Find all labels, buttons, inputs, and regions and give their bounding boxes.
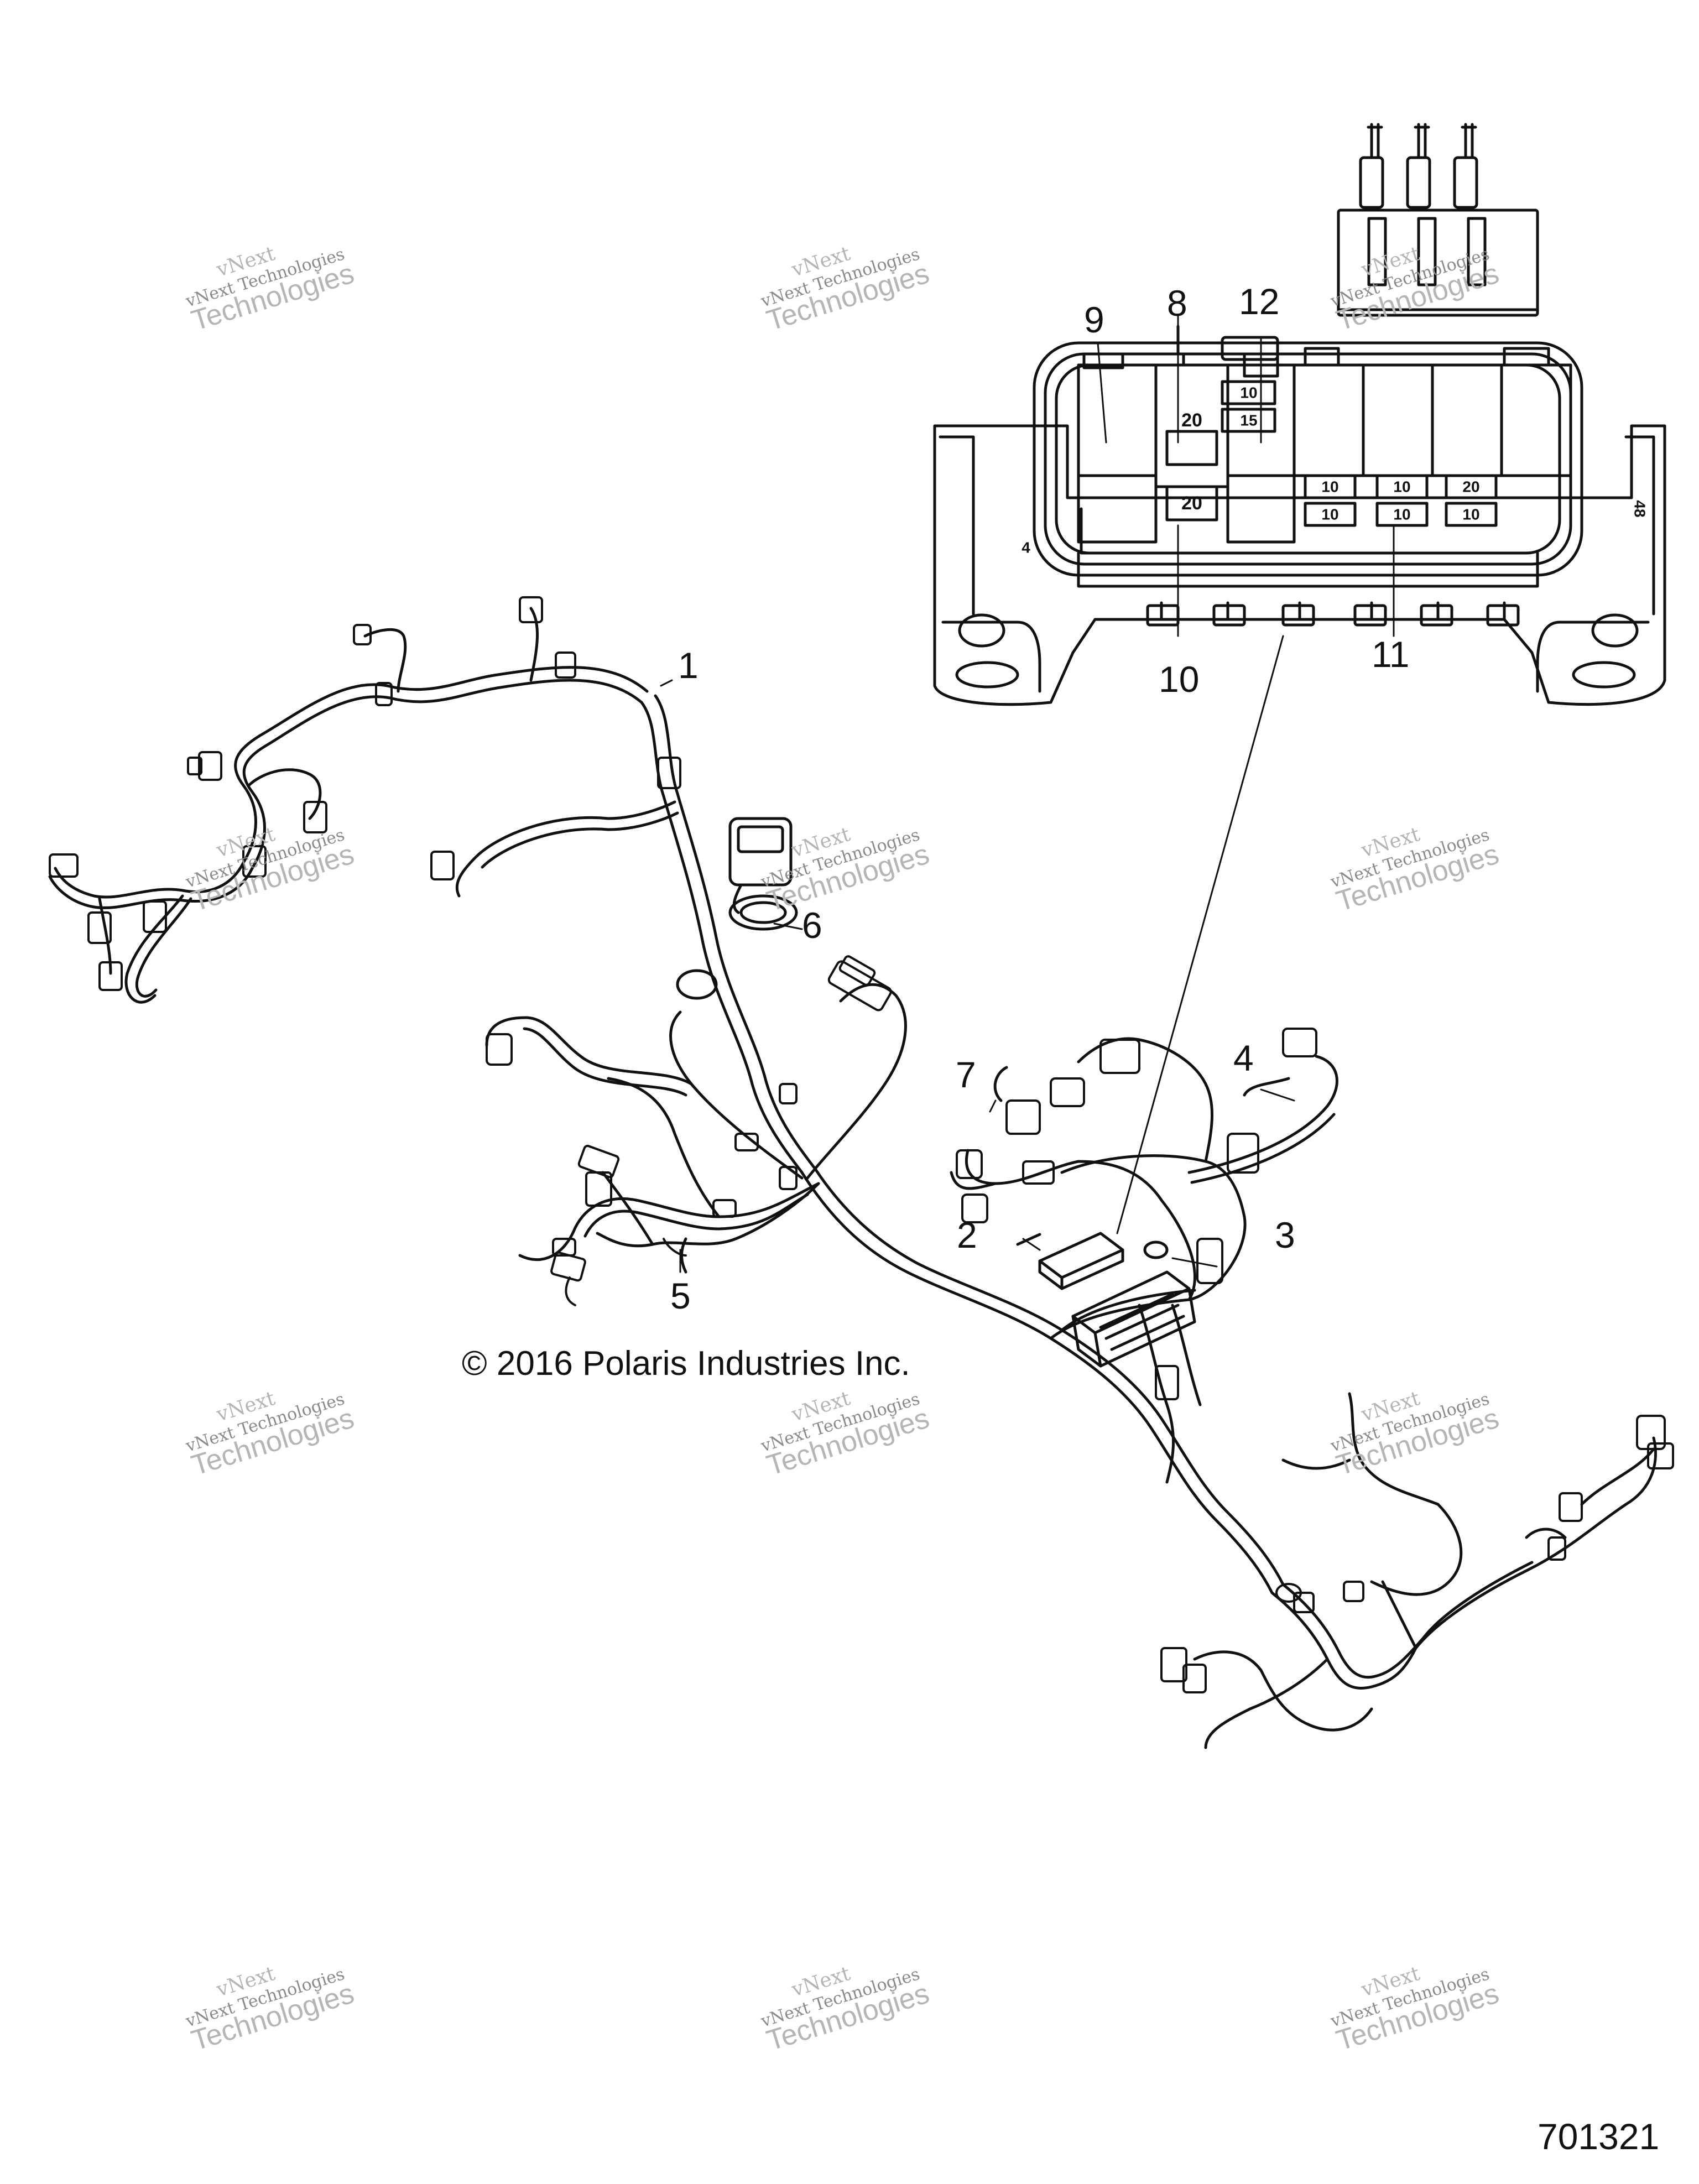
branch-item-5 — [596, 1171, 820, 1274]
fuse-label-mid-left: 20 — [1181, 493, 1202, 514]
central-lower-harness — [485, 983, 1285, 1594]
callout-11[interactable]: 11 — [1372, 634, 1410, 675]
callout-1[interactable]: 1 — [678, 645, 699, 686]
callout-3[interactable]: 3 — [1275, 1215, 1295, 1255]
callout-8[interactable]: 8 — [1167, 283, 1187, 324]
callout-7[interactable]: 7 — [956, 1054, 976, 1095]
left-connectors — [49, 596, 681, 991]
diagram-id: 701321 — [1538, 2116, 1660, 2157]
copyright-notice: © 2016 Polaris Industries Inc. — [462, 1344, 910, 1383]
fuse-label-row2-c: 10 — [1462, 506, 1479, 523]
fuse-labels: 20 20 10 15 10 10 20 10 10 10 4 48 — [1022, 384, 1648, 556]
far-right-harness — [1193, 1392, 1657, 1749]
fuse-label-top-left: 20 — [1181, 410, 1202, 431]
fuse-label-row2-a: 10 — [1321, 506, 1338, 523]
module-item-2 — [1016, 1232, 1124, 1290]
callout-12[interactable]: 12 — [1239, 281, 1280, 322]
far-right-connectors — [1160, 1415, 1674, 1693]
fuse-label-row1-b: 10 — [1393, 478, 1410, 496]
grommet-item-6 — [728, 817, 798, 931]
callout-5[interactable]: 5 — [670, 1275, 691, 1316]
callout-4[interactable]: 4 — [1233, 1038, 1254, 1078]
central-connectors — [486, 955, 892, 1257]
fuse-box-assembly — [1071, 1240, 1196, 1368]
fuse-label-top-center-b: 15 — [1240, 412, 1257, 429]
callout-9[interactable]: 9 — [1084, 299, 1104, 340]
fuse-label-row1-a: 10 — [1321, 478, 1338, 496]
callout-6[interactable]: 6 — [802, 905, 822, 946]
right-center-harness — [950, 1037, 1338, 1484]
fuse-label-row2-b: 10 — [1393, 506, 1410, 523]
connector-item-5-pair — [550, 1144, 620, 1306]
fuse-box-side-mark-right: 48 — [1632, 500, 1649, 517]
main-harness-trunk — [455, 694, 817, 1174]
callout-10[interactable]: 10 — [1159, 659, 1200, 700]
fuse-label-top-center-a: 10 — [1240, 384, 1257, 402]
fuse-label-row1-c: 20 — [1462, 478, 1479, 496]
callout-2[interactable]: 2 — [957, 1215, 977, 1255]
right-center-connectors — [956, 1028, 1317, 1400]
fuse-box-side-mark-left: 4 — [1022, 539, 1030, 556]
main-harness-left-branch — [48, 607, 649, 1004]
spare-fuse-holder — [1337, 123, 1539, 317]
fuse-relay-box-detail — [933, 325, 1666, 706]
leader-lines — [660, 314, 1395, 1273]
